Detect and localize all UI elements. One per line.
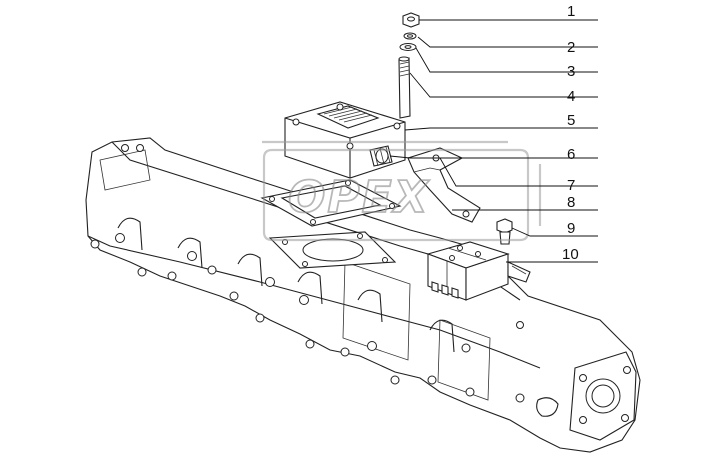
callout-6: 6	[567, 146, 575, 163]
callout-3: 3	[567, 63, 575, 80]
opex-watermark-logo: OPEX	[262, 140, 542, 242]
callouts: 1 2 3 4 5 6 7 8 9 10	[389, 3, 598, 263]
stud-bolt	[398, 56, 411, 119]
watermark-text: OPEX	[288, 172, 430, 223]
callout-8: 8	[567, 194, 575, 211]
exhaust-manifold	[85, 137, 641, 453]
relay-block	[426, 241, 531, 301]
flat-washer	[399, 43, 417, 51]
callout-2: 2	[567, 39, 575, 56]
callout-10: 10	[562, 246, 579, 263]
callout-4: 4	[567, 88, 575, 105]
callout-7: 7	[567, 177, 575, 194]
callout-5: 5	[567, 112, 575, 129]
hex-nut	[402, 12, 420, 28]
heater-housing	[284, 101, 406, 179]
gasket	[260, 179, 402, 227]
spring-washer	[403, 32, 417, 40]
mounting-bracket	[407, 147, 481, 223]
callout-1: 1	[567, 3, 575, 20]
callout-9: 9	[567, 220, 575, 237]
